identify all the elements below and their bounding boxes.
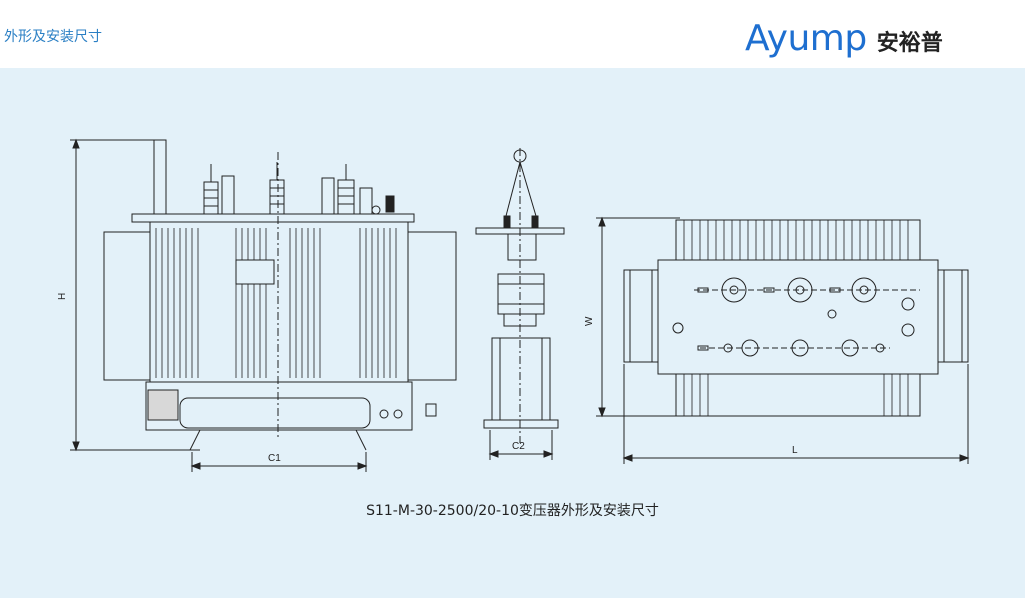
- drawing-caption: S11-M-30-2500/20-10变压器外形及安装尺寸: [366, 503, 659, 519]
- side-view: [475, 148, 565, 460]
- transformer-drawing: H C1 C2 W L: [57, 138, 970, 472]
- dim-label-c2: C2: [512, 441, 525, 452]
- front-view: [70, 138, 457, 472]
- section-title: 外形及安装尺寸: [4, 29, 102, 45]
- header: 外形及安装尺寸 Ayump 安裕普: [0, 0, 1025, 68]
- dim-label-h: H: [57, 293, 68, 300]
- top-view: [596, 216, 970, 464]
- logo-latin-text: Ayump: [745, 18, 867, 59]
- dim-label-c1: C1: [268, 453, 281, 464]
- drawing-panel: H C1 C2 W L S11-M-30-2500/20-10变压器外形及安装尺…: [0, 68, 1025, 598]
- dim-label-w: W: [584, 316, 595, 326]
- dim-label-l: L: [792, 445, 798, 456]
- logo-chinese-text: 安裕普: [876, 31, 943, 56]
- brand-logo: Ayump 安裕普: [745, 18, 943, 62]
